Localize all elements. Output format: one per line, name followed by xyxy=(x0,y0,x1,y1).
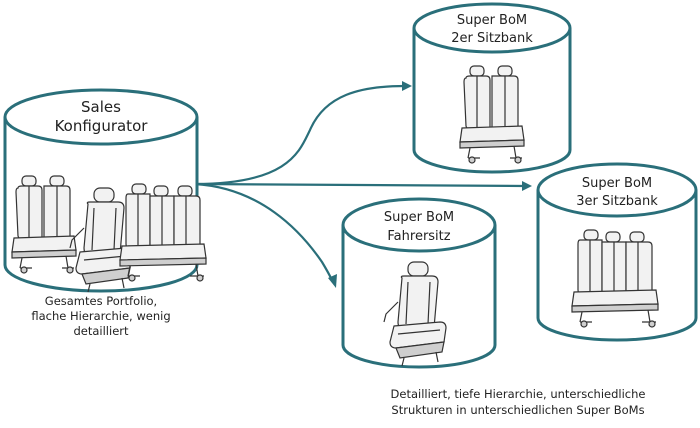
connector-to-fahrer xyxy=(194,182,337,288)
sales-title-line1: Sales xyxy=(81,98,121,116)
fahrer-caption: Detailliert, tiefe Hierarchie, unterschi… xyxy=(391,387,646,417)
fahrer-title-line2: Fahrersitz xyxy=(387,229,450,244)
sales-caption-line1: Gesamtes Portfolio, xyxy=(45,294,157,308)
sales-caption-line3: detailliert xyxy=(73,324,129,338)
connector-to-bom2 xyxy=(194,81,412,186)
fahrer-title-line1: Super BoM xyxy=(384,210,454,225)
bom3-title-line1: Super BoM xyxy=(582,176,652,191)
sales-caption-line2: flache Hierarchie, wenig xyxy=(31,309,170,323)
sales-caption: Gesamtes Portfolio, flache Hierarchie, w… xyxy=(31,294,170,338)
bom3-title-line2: 3er Sitzbank xyxy=(576,194,658,209)
cylinder-bom-fahrersitz: Super BoM Fahrersitz xyxy=(341,197,497,369)
connector-to-bom3 xyxy=(194,181,532,191)
cylinder-bom-3er-sitzbank: Super BoM 3er Sitzbank xyxy=(536,162,698,342)
cylinder-sales-konfigurator: Sales Konfigurator xyxy=(3,88,207,293)
fahrer-caption-line2: Strukturen in unterschiedlichen Super Bo… xyxy=(391,403,644,417)
bom2-title-line1: Super BoM xyxy=(457,13,527,28)
fahrer-caption-line1: Detailliert, tiefe Hierarchie, unterschi… xyxy=(391,387,646,401)
cylinder-bom-2er-sitzbank: Super BoM 2er Sitzbank xyxy=(412,2,572,174)
sales-title-line2: Konfigurator xyxy=(55,117,149,135)
bom2-title-line2: 2er Sitzbank xyxy=(451,31,533,46)
